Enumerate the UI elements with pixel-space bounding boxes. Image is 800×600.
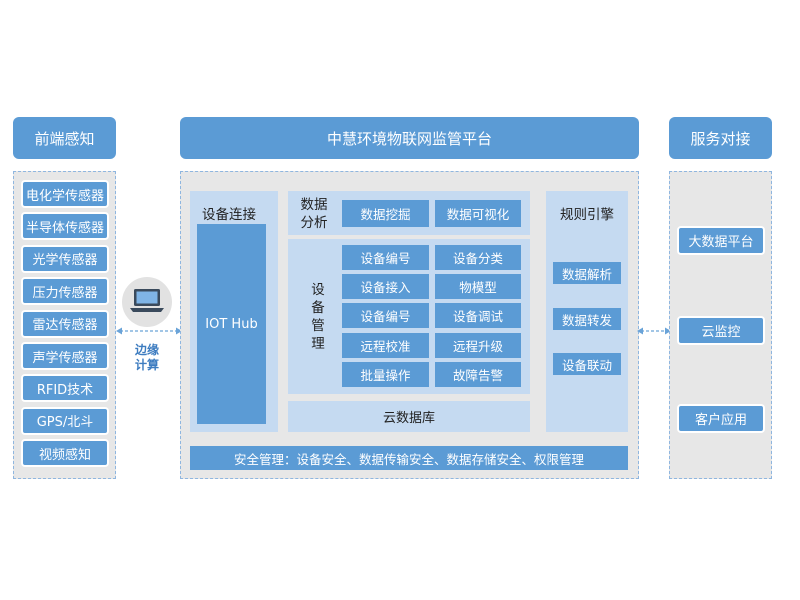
data-analysis-title-line1: 数据 xyxy=(300,197,328,213)
rule-data-parsing-button[interactable]: 数据解析 xyxy=(553,262,621,284)
device-management-title: 设 备 管 理 xyxy=(300,277,336,357)
device-management-char: 备 xyxy=(311,300,325,316)
device-management-item[interactable]: 批量操作 xyxy=(342,362,429,387)
data-analysis-title-line2: 分析 xyxy=(300,215,328,231)
device-management-char: 理 xyxy=(311,336,325,352)
device-management-item[interactable]: 故障告警 xyxy=(435,362,521,387)
rules-engine-title: 规则引擎 xyxy=(560,207,614,223)
sensor-item[interactable]: 电化学传感器 xyxy=(21,180,109,208)
laptop-icon xyxy=(130,289,164,312)
device-management-item[interactable]: 设备调试 xyxy=(435,303,521,328)
sensor-item[interactable]: 半导体传感器 xyxy=(21,212,109,241)
sensor-item[interactable]: 雷达传感器 xyxy=(21,309,109,338)
header-service-integration: 服务对接 xyxy=(669,117,772,159)
sensor-item[interactable]: 压力传感器 xyxy=(21,277,109,306)
rule-data-forwarding-button[interactable]: 数据转发 xyxy=(553,308,621,330)
edge-computing-label: 边缘 计算 xyxy=(127,343,167,373)
security-management-bar: 安全管理：设备安全、数据传输安全、数据存储安全、权限管理 xyxy=(190,446,628,470)
sensor-item[interactable]: 声学传感器 xyxy=(21,342,109,370)
device-management-item[interactable]: 物模型 xyxy=(435,274,521,299)
header-platform-title: 中慧环境物联网监管平台 xyxy=(180,117,639,159)
device-management-item[interactable]: 设备编号 xyxy=(342,245,429,270)
service-cloud-monitoring[interactable]: 云监控 xyxy=(677,316,765,345)
service-arrow xyxy=(637,327,671,335)
rule-device-linkage-button[interactable]: 设备联动 xyxy=(553,353,621,375)
edge-label-line2: 计算 xyxy=(134,358,159,372)
service-client-application[interactable]: 客户应用 xyxy=(677,404,765,433)
device-management-item[interactable]: 设备分类 xyxy=(435,245,521,270)
sensor-item[interactable]: 视频感知 xyxy=(21,439,109,468)
data-visualization-button[interactable]: 数据可视化 xyxy=(435,200,521,227)
device-management-item[interactable]: 设备接入 xyxy=(342,274,429,299)
iot-hub-box: IOT Hub xyxy=(197,224,266,424)
cloud-database-box: 云数据库 xyxy=(288,401,530,432)
data-analysis-title: 数据 分析 xyxy=(294,196,334,232)
edge-arrow-left xyxy=(116,327,182,335)
device-management-char: 管 xyxy=(311,318,325,334)
device-management-item[interactable]: 设备编号 xyxy=(342,303,429,328)
sensor-item[interactable]: 光学传感器 xyxy=(21,244,109,273)
data-mining-button[interactable]: 数据挖掘 xyxy=(342,200,429,227)
header-front-sensing: 前端感知 xyxy=(13,117,116,159)
device-management-item[interactable]: 远程校准 xyxy=(342,333,429,358)
device-connection-title: 设备连接 xyxy=(202,207,256,223)
device-management-char: 设 xyxy=(311,282,325,298)
service-big-data-platform[interactable]: 大数据平台 xyxy=(677,226,765,255)
edge-label-line1: 边缘 xyxy=(134,343,159,357)
device-management-item[interactable]: 远程升级 xyxy=(435,333,521,358)
sensor-item[interactable]: GPS/北斗 xyxy=(21,406,109,435)
sensor-item[interactable]: RFID技术 xyxy=(21,374,109,403)
